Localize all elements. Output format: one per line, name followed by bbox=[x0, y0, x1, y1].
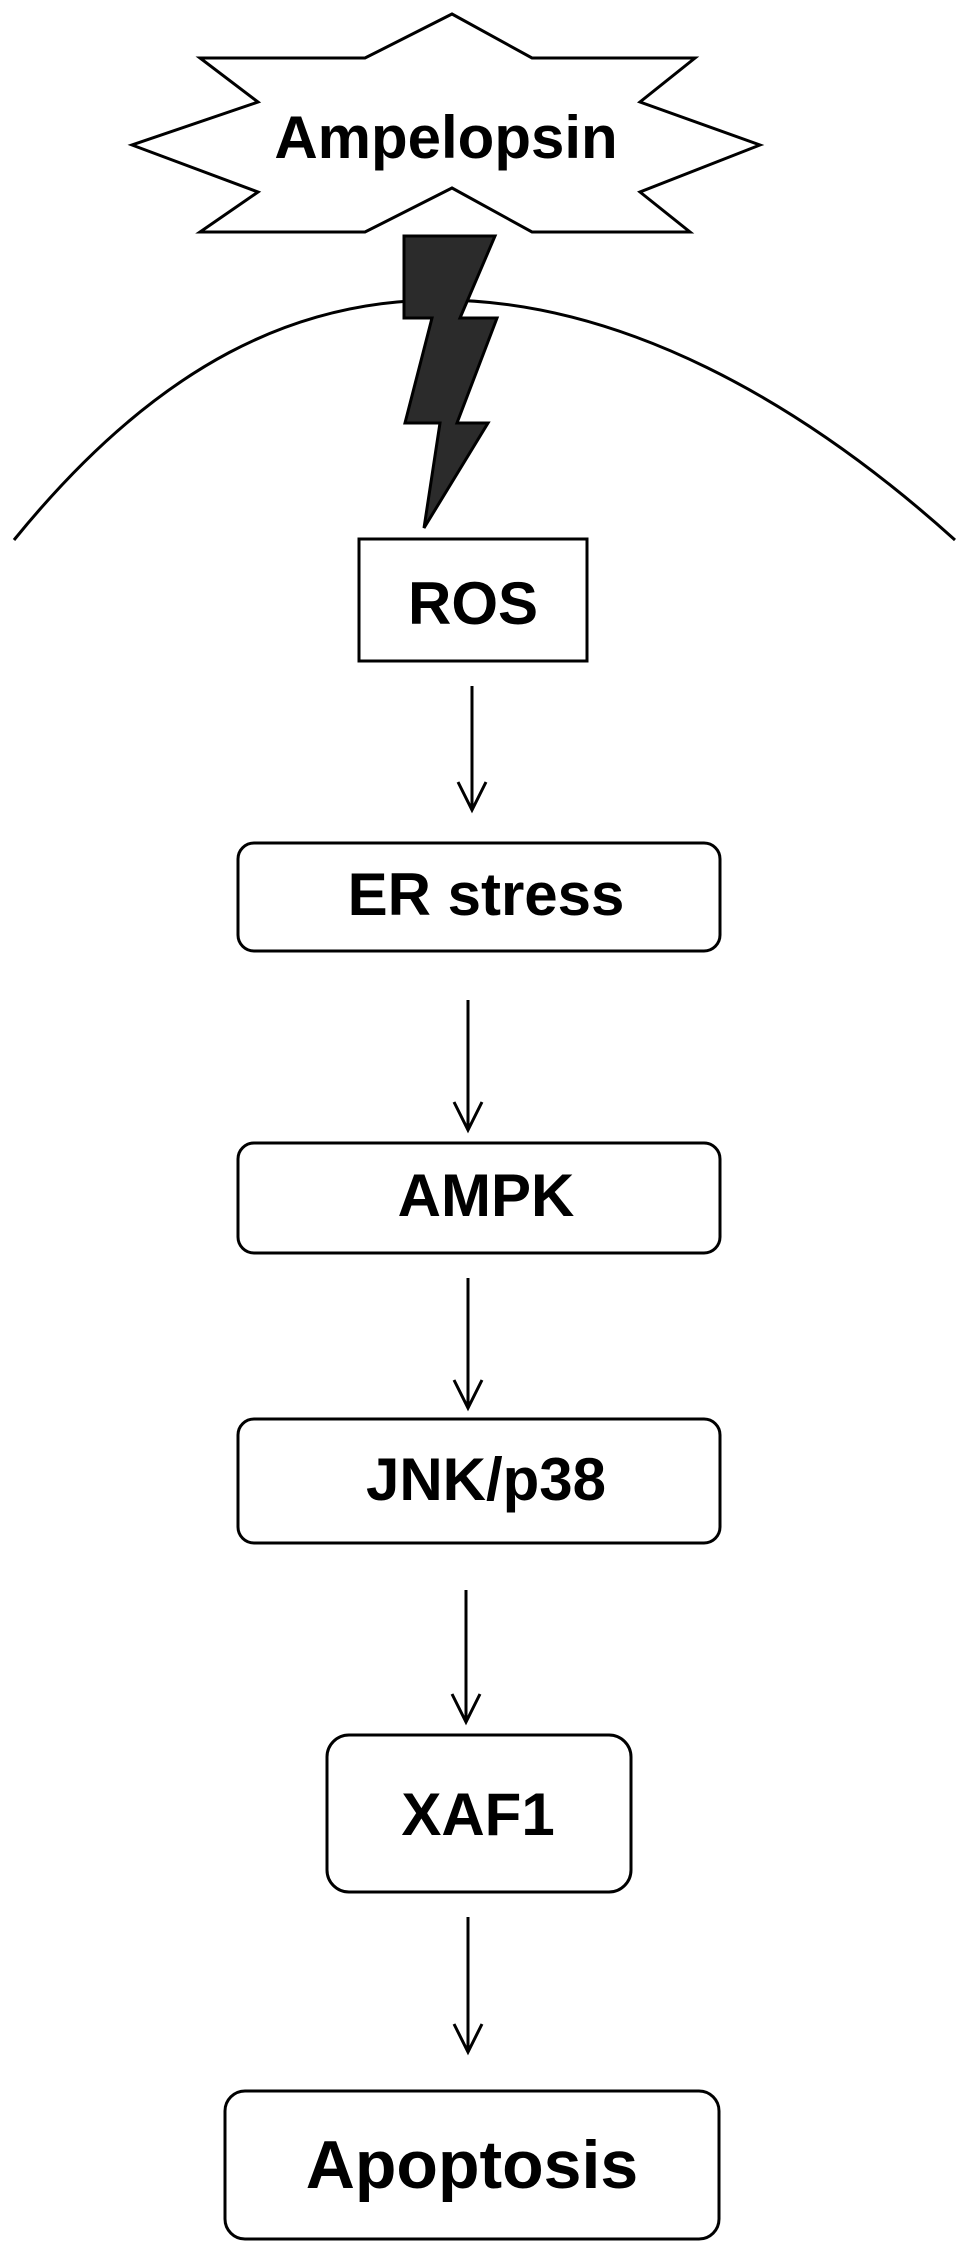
jnk-p38-label: JNK/p38 bbox=[366, 1446, 606, 1513]
ros-label: ROS bbox=[408, 570, 538, 637]
er-stress-box bbox=[236, 841, 722, 953]
jnk-p38-box bbox=[236, 1417, 722, 1545]
xaf1-box bbox=[325, 1733, 633, 1894]
lightning-bolt-icon bbox=[402, 234, 500, 529]
ampk-label: AMPK bbox=[398, 1162, 575, 1229]
ros-box bbox=[357, 537, 589, 663]
arrow-ros-to-er-stress bbox=[456, 686, 488, 814]
xaf1-label: XAF1 bbox=[401, 1781, 554, 1848]
er-stress-label: ER stress bbox=[348, 861, 625, 928]
arrow-ampk-to-jnk-p38 bbox=[452, 1278, 484, 1412]
drug-label: Ampelopsin bbox=[274, 104, 617, 171]
arrow-jnk-p38-to-xaf1 bbox=[450, 1590, 482, 1726]
ampk-box bbox=[236, 1141, 722, 1255]
arrow-xaf1-to-apoptosis bbox=[452, 1917, 484, 2056]
drug-starburst bbox=[127, 12, 765, 234]
arrow-er-stress-to-ampk bbox=[452, 1000, 484, 1134]
apoptosis-box bbox=[223, 2089, 721, 2241]
apoptosis-label: Apoptosis bbox=[306, 2127, 638, 2203]
